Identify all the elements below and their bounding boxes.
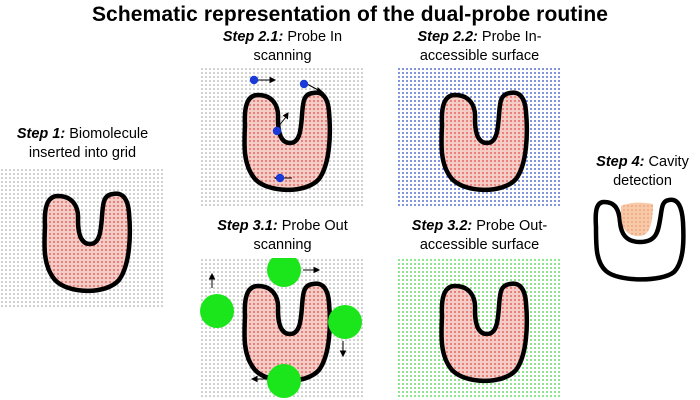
step-3-2-text-line1: Probe Out- [476,218,548,234]
step-1-label: Step 1: [16,126,66,142]
step-3-2-graphic [397,258,562,398]
probe-in-sphere [249,75,259,85]
step-2-1-text-line1: Probe In [287,29,343,45]
step-2-2-graphic [397,67,562,207]
step-1-panel [0,168,165,308]
step-2-2-label: Step 2.2: [417,29,478,45]
step-2-2-text-line1: Probe In- [481,29,542,45]
step-2-1-label: Step 2.1: [222,29,284,45]
diagram-title: Schematic representation of the dual-pro… [91,3,609,26]
step-3-1-label: Step 3.1: [217,218,278,234]
step-4-caption: Step 4: Cavity detection [585,153,700,191]
step-4-text-line1: Cavity [648,154,689,170]
step-3-2-panel [397,258,562,398]
probe-in-sphere [299,79,309,89]
step-2-1-graphic [200,67,365,207]
probe-out-sphere [200,294,234,328]
step-4-panel [590,192,690,287]
probe-arrows [208,266,347,383]
step-1-graphic [0,168,165,308]
step-3-1-text-line2: scanning [253,237,312,253]
step-3-2-label: Step 3.2: [411,218,473,234]
probe-out-sphere [267,258,301,287]
step-2-1-caption: Step 2.1: Probe In scanning [200,28,365,66]
biomolecule-outline [593,197,686,282]
probe-out-sphere [267,364,301,398]
probe-in-sphere [272,126,282,136]
step-3-1-text-line1: Probe Out [281,218,348,234]
step-1-caption: Step 1: Biomolecule inserted into grid [0,125,165,163]
cavity-fill [621,203,653,237]
step-4-graphic [593,197,686,282]
probe-out-sphere [328,305,362,339]
step-3-1-graphic [200,258,365,398]
probe-in-sphere [275,173,285,183]
step-2-2-panel [397,67,562,207]
step-4-label: Step 4: [596,154,645,170]
step-2-2-text-line2: accessible surface [419,48,540,64]
step-3-1-caption: Step 3.1: Probe Out scanning [200,217,365,255]
step-1-text-line1: Biomolecule [69,126,149,142]
step-3-1-panel [200,258,365,398]
step-2-1-text-line2: scanning [253,48,312,64]
step-2-2-caption: Step 2.2: Probe In- accessible surface [397,28,562,66]
step-3-2-text-line2: accessible surface [419,237,540,253]
step-2-1-panel [200,67,365,207]
step-1-text-line2: inserted into grid [28,145,137,161]
step-4-text-line2: detection [613,173,672,189]
step-3-2-caption: Step 3.2: Probe Out- accessible surface [397,217,562,255]
